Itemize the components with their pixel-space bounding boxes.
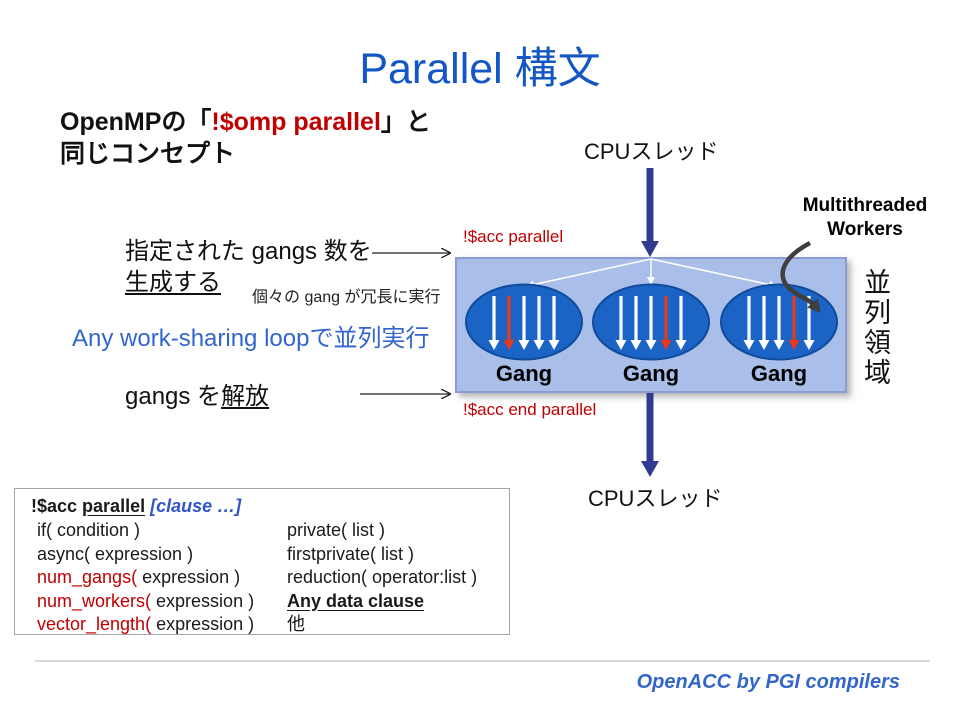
gangs-release-note: gangs を解放 [125,376,269,411]
multithreaded-workers-label: Multithreaded Workers [775,194,955,242]
clause-left: if( condition ) [37,520,141,540]
concept-omp-code: !$omp parallel [211,108,381,136]
gangs-create-note: 指定された gangs 数を 生成する [125,236,372,298]
concept-suffix: 」と [380,108,431,136]
gangs-create-line2: 生成する [125,269,221,296]
clause-right: firstprivate( list ) [287,543,415,564]
clause-right: reduction( operator:list ) [287,567,478,587]
clause-placeholder: [clause …] [145,496,242,516]
acc-parallel-directive: !$acc parallel [463,227,564,246]
clause-right: 他 [287,614,305,634]
parallel-keyword: parallel [82,496,146,516]
clause-row: async( expression ) firstprivate( list ) [31,543,509,567]
clause-row: if( condition ) private( list ) [31,519,509,543]
clause-left-red: num_gangs( [37,567,138,587]
workers-line1: Multithreaded [802,195,928,216]
acc-end-parallel-directive: !$acc end parallel [463,400,597,419]
footer-divider [35,660,930,662]
redundant-exec-note: 個々の gang が冗長に実行 [252,289,441,306]
workers-line2: Workers [827,219,903,240]
clause-left: expression ) [137,567,241,587]
gang-label-2: Gang [622,361,680,386]
concept-text: OpenMPの「!$omp parallel」と 同じコンセプト [60,106,431,170]
clause-box-title: !$acc parallel [clause …] [31,496,509,517]
page-title: Parallel 構文 [359,45,601,93]
clause-left: expression ) [151,590,255,611]
concept-line2: 同じコンセプト [60,140,236,168]
clause-left-red: vector_length( [37,614,152,634]
cpu-thread-top-label: CPUスレッド [584,139,719,164]
clause-row: num_workers( expression ) Any data claus… [31,590,509,614]
clause-row: vector_length( expression ) 他 [31,613,509,637]
gang-label-3: Gang [750,361,808,386]
footer-credit: OpenACC by PGI compilers [636,671,900,693]
worksharing-note: Any work-sharing loopで並列実行 [72,325,430,352]
clause-left: async( expression ) [37,543,194,564]
concept-prefix: OpenMPの「 [60,108,212,136]
cpu-thread-bottom-label: CPUスレッド [588,486,723,511]
clause-right-any-data: Any data clause [287,590,425,611]
gang-label-1: Gang [495,361,553,386]
parallel-region-vertical-label: 並列領域 [860,268,890,388]
clause-row: num_gangs( expression ) reduction( opera… [31,566,509,590]
acc-keyword: !$acc [31,496,83,516]
clause-reference-box: !$acc parallel [clause …] if( condition … [14,488,510,635]
clause-right: private( list ) [287,520,386,540]
gangs-release-prefix: gangs を [125,383,222,410]
clause-left: expression ) [151,614,255,634]
gangs-create-line1: 指定された gangs 数を [125,238,372,265]
clause-left-red: num_workers( [37,590,152,611]
gangs-release-word: 解放 [221,383,270,410]
